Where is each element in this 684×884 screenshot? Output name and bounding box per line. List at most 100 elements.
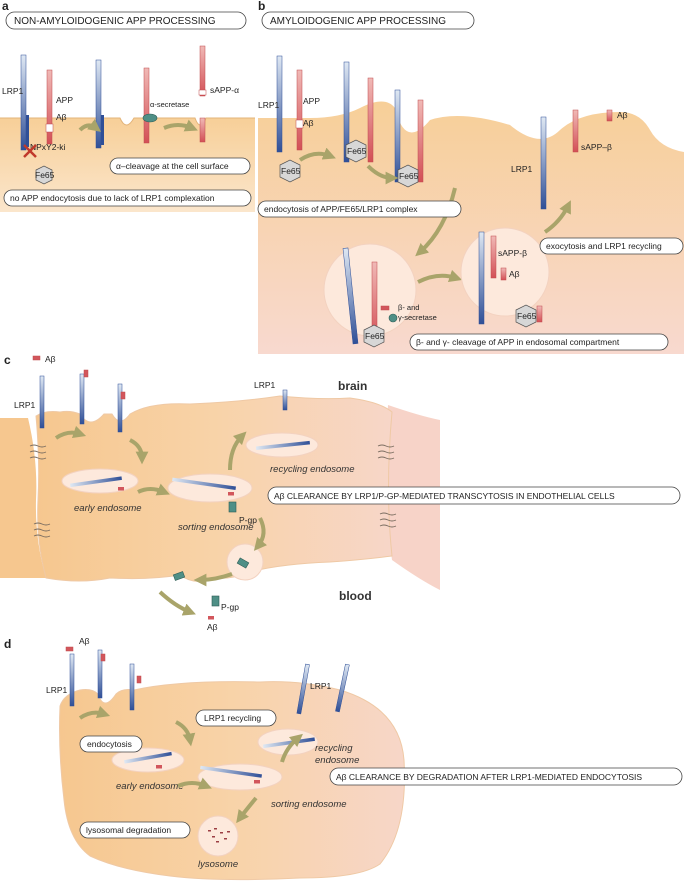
- no-endocytosis-text: no APP endocytosis due to lack of LRP1 c…: [10, 193, 215, 203]
- gamma-secretase-enzyme: [388, 313, 398, 323]
- pgp-transporter: [236, 557, 250, 569]
- arrow: [253, 517, 268, 551]
- lrp1-receptor-tail: [101, 115, 104, 145]
- abeta-peptide: [156, 765, 162, 769]
- lysosome-label: lysosome: [198, 859, 238, 870]
- early-endosome-label: early endosome: [116, 781, 184, 792]
- panel-a: a NON-AMYLOIDOGENIC APP PROCESSING LRP1 …: [0, 0, 255, 212]
- arrow: [177, 777, 212, 790]
- abeta-vesicle-label: Aβ: [509, 269, 520, 279]
- abeta-peptide: [136, 675, 142, 684]
- exocytosis-text: exocytosis and LRP1 recycling: [546, 241, 662, 251]
- fe65-label: Fe65: [347, 146, 367, 156]
- abeta-peptide: [65, 646, 74, 652]
- arrow: [193, 572, 233, 587]
- lrp1-receptor: [200, 765, 262, 778]
- abeta-peptide: [83, 369, 89, 378]
- pgp-1-label: P-gp: [239, 515, 257, 525]
- lrp1-receptor: [124, 751, 172, 764]
- lrp1-top-label: LRP1: [254, 380, 276, 390]
- lrp1-receptor: [276, 55, 283, 153]
- endocytosis-complex-box: [257, 200, 462, 218]
- arrow: [543, 200, 571, 234]
- lrp1-recycling-box: [195, 709, 277, 727]
- fe65-hexagon: [515, 304, 537, 328]
- arrow: [280, 733, 303, 763]
- fe65-hexagon: [345, 139, 367, 163]
- npxy-label: NPxY2-ki: [30, 142, 66, 152]
- lrp1-receptor: [20, 54, 27, 151]
- fe65-label: Fe65: [399, 171, 419, 181]
- pgp-transporter: [211, 595, 220, 607]
- recycling-endosome-label-2: endosome: [315, 755, 359, 766]
- lrp1-recycling-text: LRP1 recycling: [204, 713, 261, 723]
- clearance-transcytosis-box: [267, 486, 681, 505]
- abeta-segment: [295, 119, 304, 129]
- lrp1-receptor: [95, 59, 102, 149]
- brain-label: brain: [338, 379, 367, 393]
- arrow: [129, 438, 149, 465]
- recycling-endosome-label: recycling endosome: [270, 464, 355, 475]
- abeta-peptide: [118, 487, 124, 491]
- sapp-beta-top-label: sAPP–β: [581, 142, 612, 152]
- cross-icon: [23, 144, 37, 158]
- early-endosome-label: early endosome: [74, 503, 142, 514]
- lrp1-receptor: [296, 663, 310, 715]
- lrp1-right-label: LRP1: [310, 681, 332, 691]
- arrow: [417, 269, 463, 284]
- panel-b: b AMYLOIDOGENIC APP PROCESSING LRP1 APP …: [257, 0, 684, 354]
- abeta-peptide: [120, 391, 126, 400]
- lrp1-receptor: [394, 89, 401, 183]
- app-receptor: [143, 67, 150, 144]
- app-receptor: [46, 69, 53, 145]
- lysosomal-degradation-text: lysosomal degradation: [86, 825, 171, 835]
- fe65-label: Fe65: [281, 166, 301, 176]
- panel-a-letter: a: [2, 0, 9, 13]
- panel-b-cell: [258, 101, 684, 354]
- fe65-hexagon: [279, 159, 301, 183]
- lrp1-receptor: [282, 389, 288, 411]
- abeta-peptide: [228, 492, 234, 496]
- lrp1-receptor: [255, 440, 310, 451]
- abeta-peptide: [100, 653, 106, 662]
- clearance-degradation-box: [329, 767, 683, 786]
- lrp1-receptor: [478, 231, 485, 325]
- sapp-alpha-tip: [198, 89, 207, 96]
- beta-gamma-cleavage-box: [409, 333, 669, 351]
- abeta-label: Aβ: [56, 112, 67, 122]
- sapp-alpha-fragment: [199, 45, 206, 97]
- panel-b-title: AMYLOIDOGENIC APP PROCESSING: [270, 16, 446, 27]
- arrow: [137, 483, 170, 496]
- blood-label: blood: [339, 589, 372, 603]
- lrp1-label: LRP1: [2, 86, 24, 96]
- endocytosis-complex-text: endocytosis of APP/FE65/LRP1 complex: [264, 204, 418, 214]
- lrp1-receptor: [540, 116, 547, 210]
- lrp1-receptor: [69, 653, 75, 707]
- abeta-fragment: [380, 305, 390, 311]
- fe65-hexagon: [363, 324, 385, 348]
- recycling-endosome-label-1: recycling: [315, 743, 353, 754]
- fe65-label: Fe65: [517, 311, 537, 321]
- panel-a-title-pill: [5, 11, 247, 30]
- arrow: [228, 431, 247, 471]
- pgp-transporter: [228, 501, 237, 513]
- lrp1-label: LRP1: [258, 100, 280, 110]
- arrow: [54, 425, 87, 440]
- abeta-peptide: [208, 616, 214, 620]
- app-label: APP: [56, 95, 73, 105]
- panel-d: d Aβ LRP1 LRP1 early endosome sorting en…: [4, 636, 683, 881]
- abeta-label: Aβ: [303, 118, 314, 128]
- lrp1-left-label: LRP1: [14, 400, 36, 410]
- lrp1-receptor: [79, 373, 85, 425]
- abeta-fragment: [500, 267, 507, 281]
- alpha-cleavage-text: α–cleavage at the cell surface: [116, 161, 229, 171]
- arrow: [175, 720, 196, 747]
- lrp1-receptor: [343, 61, 350, 163]
- abeta-fragment: [606, 109, 613, 122]
- panel-c: c Aβ LRP1 LRP1 b: [0, 353, 681, 632]
- sorting-endosome-label: sorting endosome: [178, 522, 254, 533]
- degraded-peptides: [208, 828, 230, 843]
- lrp1-receptor: [69, 476, 122, 488]
- exocytosis-box: [539, 237, 684, 255]
